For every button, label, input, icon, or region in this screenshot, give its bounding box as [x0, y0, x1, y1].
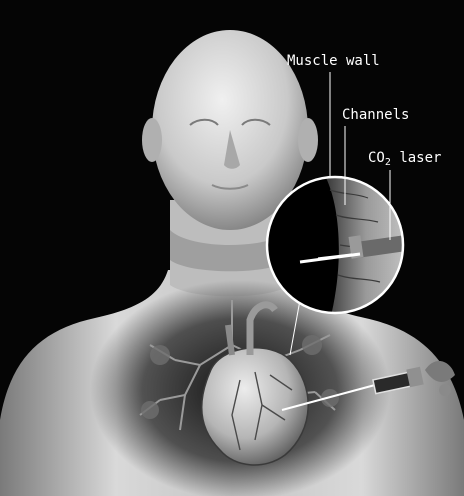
label-co2-laser: CO2 laser — [368, 150, 441, 171]
label-co2-prefix: CO — [368, 150, 385, 166]
label-co2-suffix: laser — [391, 150, 442, 166]
left-ear — [142, 118, 162, 162]
label-channels: Channels — [342, 107, 409, 123]
label-muscle-wall: Muscle wall — [287, 53, 380, 69]
right-ear — [298, 118, 318, 162]
